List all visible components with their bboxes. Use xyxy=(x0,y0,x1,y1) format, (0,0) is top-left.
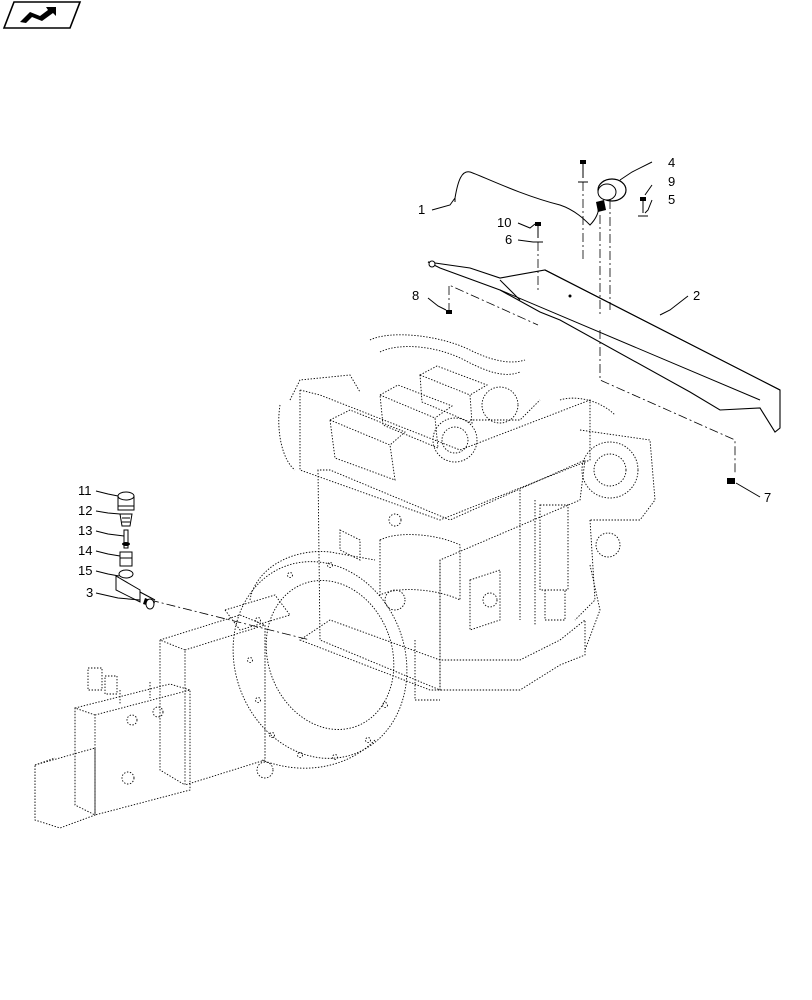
book-arrow-icon[interactable] xyxy=(2,1,82,29)
callout-6: 6 xyxy=(505,232,512,247)
callout-10: 10 xyxy=(497,215,511,230)
callout-1: 1 xyxy=(418,202,425,217)
callout-8: 8 xyxy=(412,288,419,303)
callout-15: 15 xyxy=(78,563,92,578)
sensor-part xyxy=(596,178,627,212)
callout-14: 14 xyxy=(78,543,92,558)
leader-lines xyxy=(95,161,761,601)
callouts: 1 2 3 4 5 6 7 8 9 10 11 12 13 14 15 xyxy=(78,155,771,600)
callout-13: 13 xyxy=(78,523,92,538)
callout-7: 7 xyxy=(764,490,771,505)
callout-9: 9 xyxy=(668,174,675,189)
pressure-switch-assembly xyxy=(115,491,156,610)
alignment-lines xyxy=(149,182,736,641)
engine-phantom xyxy=(278,334,656,701)
callout-12: 12 xyxy=(78,503,92,518)
callout-2: 2 xyxy=(693,288,700,303)
heat-shield-bracket xyxy=(427,260,781,433)
transmission-phantom xyxy=(34,551,408,829)
callout-4: 4 xyxy=(668,155,675,170)
callout-5: 5 xyxy=(668,192,675,207)
callout-11: 11 xyxy=(78,483,92,498)
callout-3: 3 xyxy=(86,585,93,600)
wire-harness xyxy=(454,171,599,226)
